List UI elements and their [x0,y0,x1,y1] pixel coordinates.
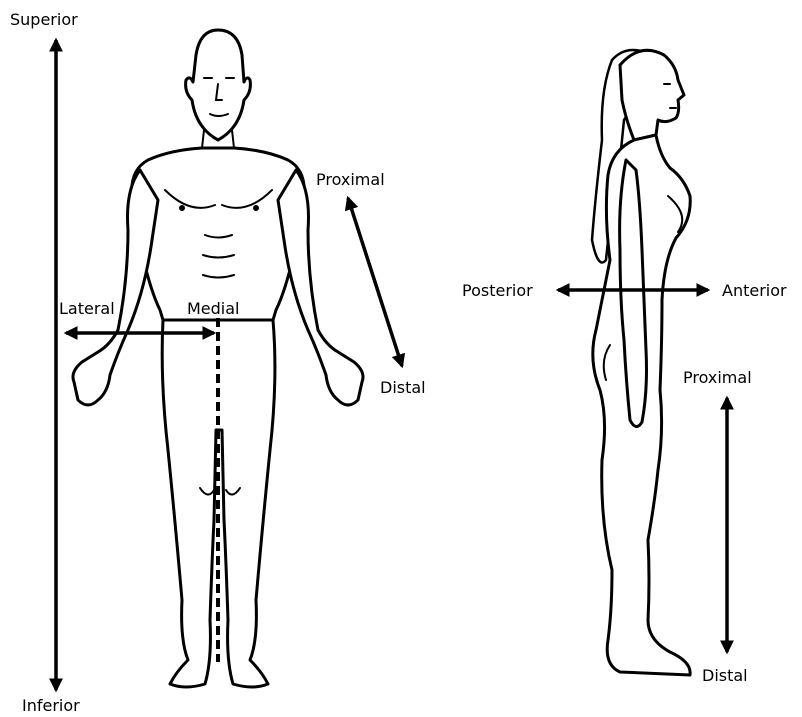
lateral-label: Lateral [59,301,115,317]
anterior-label: Anterior [722,283,787,299]
medial-label: Medial [187,301,240,317]
posterior-label: Posterior [462,283,533,299]
superior-label: Superior [10,12,78,28]
side-body-figure [592,50,690,675]
distal-leg-label: Distal [702,668,748,684]
proximal-distal-arm-arrow [348,198,402,366]
proximal-arm-label: Proximal [316,172,385,188]
inferior-label: Inferior [22,698,80,714]
proximal-leg-label: Proximal [683,370,752,386]
distal-arm-label: Distal [380,380,426,396]
